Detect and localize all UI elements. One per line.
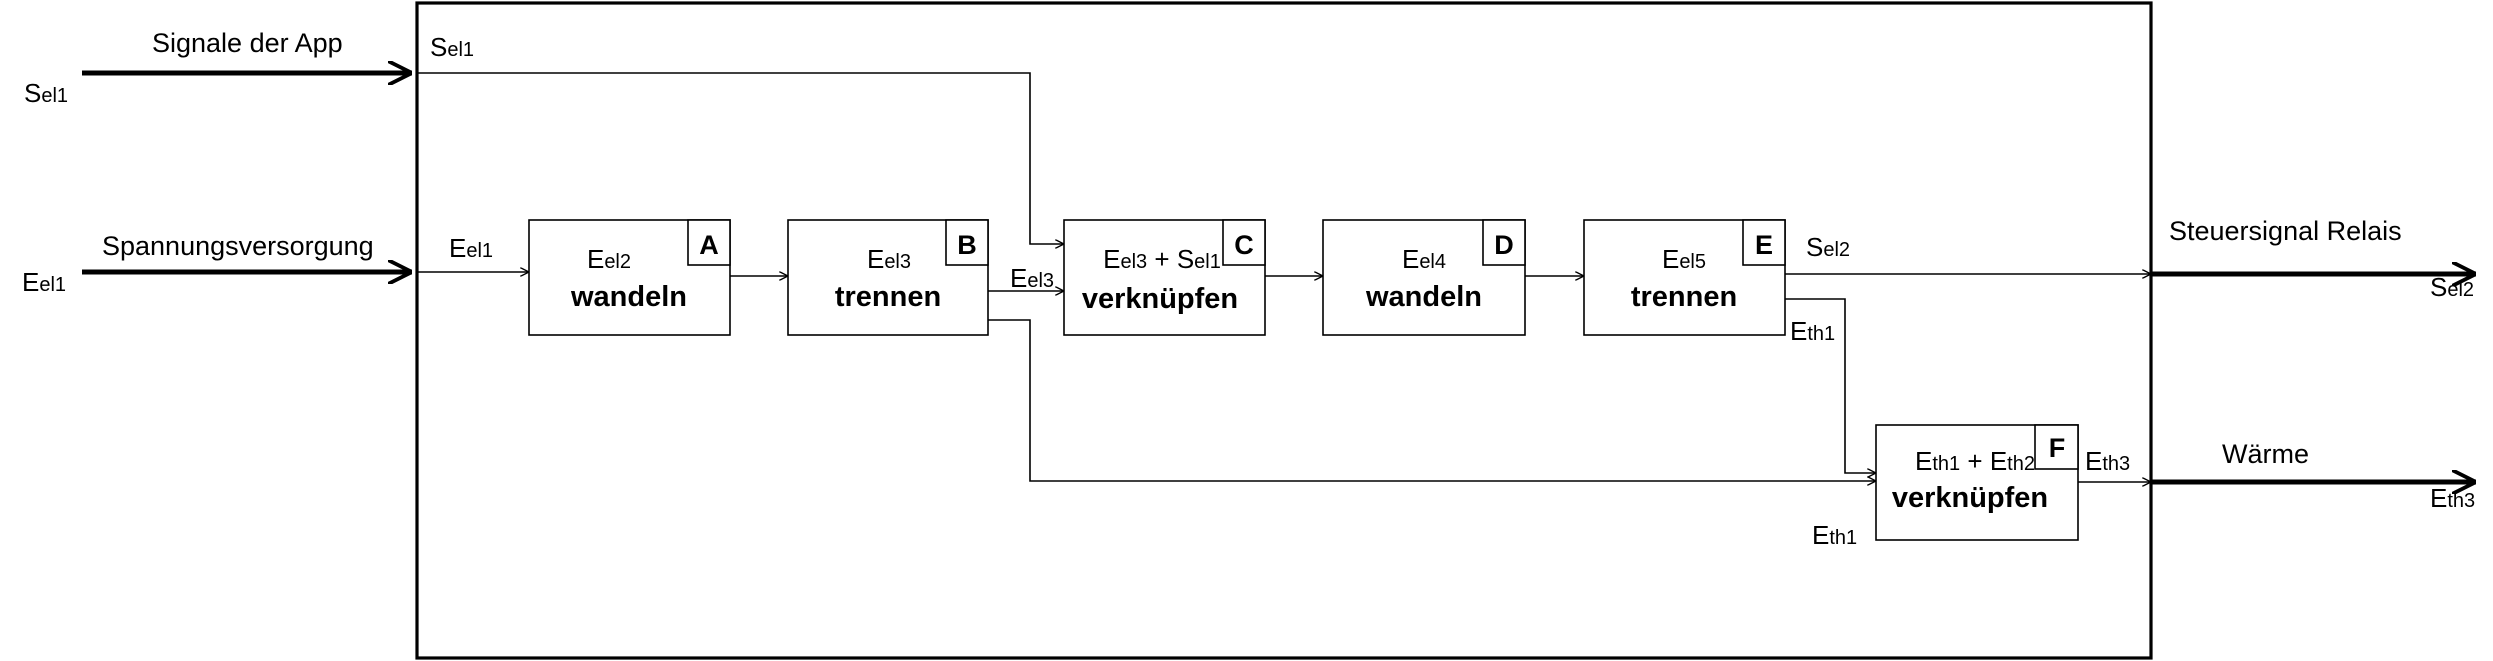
block-e-tag: E — [1755, 230, 1773, 260]
heat-output-label: Wärme — [2222, 439, 2309, 469]
power-input-label: Spannungsversorgung — [102, 231, 374, 261]
block-d: D Eel4 wandeln — [1322, 219, 1526, 336]
power-input-symbol: Eel1 — [22, 267, 66, 297]
block-a-input: Eel2 — [587, 244, 631, 274]
block-c: C Eel3 + Sel1 verknüpfen — [1063, 219, 1266, 336]
block-d-tag: D — [1494, 230, 1514, 260]
block-e-input: Eel5 — [1662, 244, 1706, 274]
block-a-function: wandeln — [570, 281, 687, 313]
block-b-tag: B — [957, 230, 977, 260]
relay-signal-output-label: Steuersignal Relais — [2169, 216, 2402, 246]
label-eel3-out: Eel3 — [1010, 263, 1054, 293]
block-f: F Eth1 + Eth2 verknüpfen — [1875, 424, 2079, 541]
label-sel1-top: Sel1 — [430, 32, 474, 62]
relay-signal-output-symbol: Sel2 — [2430, 272, 2474, 302]
flow-b-heat-to-f — [988, 319, 1876, 481]
block-c-input: Eel3 + Sel1 — [1103, 244, 1221, 274]
block-f-input: Eth1 + Eth2 — [1915, 446, 2035, 476]
heat-output-symbol: Eth3 — [2430, 483, 2475, 513]
block-f-function: verknüpfen — [1892, 482, 2048, 514]
block-c-tag: C — [1234, 230, 1254, 260]
block-f-tag: F — [2049, 433, 2066, 463]
block-e: E Eel5 trennen — [1583, 219, 1786, 336]
block-d-input: Eel4 — [1402, 244, 1446, 274]
label-sel2-out: Sel2 — [1806, 232, 1850, 262]
flow-e-heat-to-f — [1785, 298, 1876, 473]
flow-signal-to-c — [417, 72, 1064, 244]
block-a-tag: A — [699, 230, 719, 260]
block-a: A Eel2 wandeln — [528, 219, 731, 336]
label-eth1-into-f: Eth1 — [1812, 520, 1857, 550]
block-e-function: trennen — [1631, 281, 1737, 313]
system-boundary — [415, 1, 2153, 660]
label-eth1-from-e: Eth1 — [1790, 316, 1835, 346]
label-eel1-in: Eel1 — [449, 233, 493, 263]
block-c-function: verknüpfen — [1082, 283, 1238, 315]
block-b-input: Eel3 — [867, 244, 911, 274]
signal-input-label: Signale der App — [152, 28, 343, 58]
block-d-function: wandeln — [1365, 281, 1482, 313]
signal-input-symbol: Sel1 — [24, 78, 68, 108]
block-b-function: trennen — [835, 281, 941, 313]
block-b: B Eel3 trennen — [787, 219, 989, 336]
label-eth3-out: Eth3 — [2085, 446, 2130, 476]
